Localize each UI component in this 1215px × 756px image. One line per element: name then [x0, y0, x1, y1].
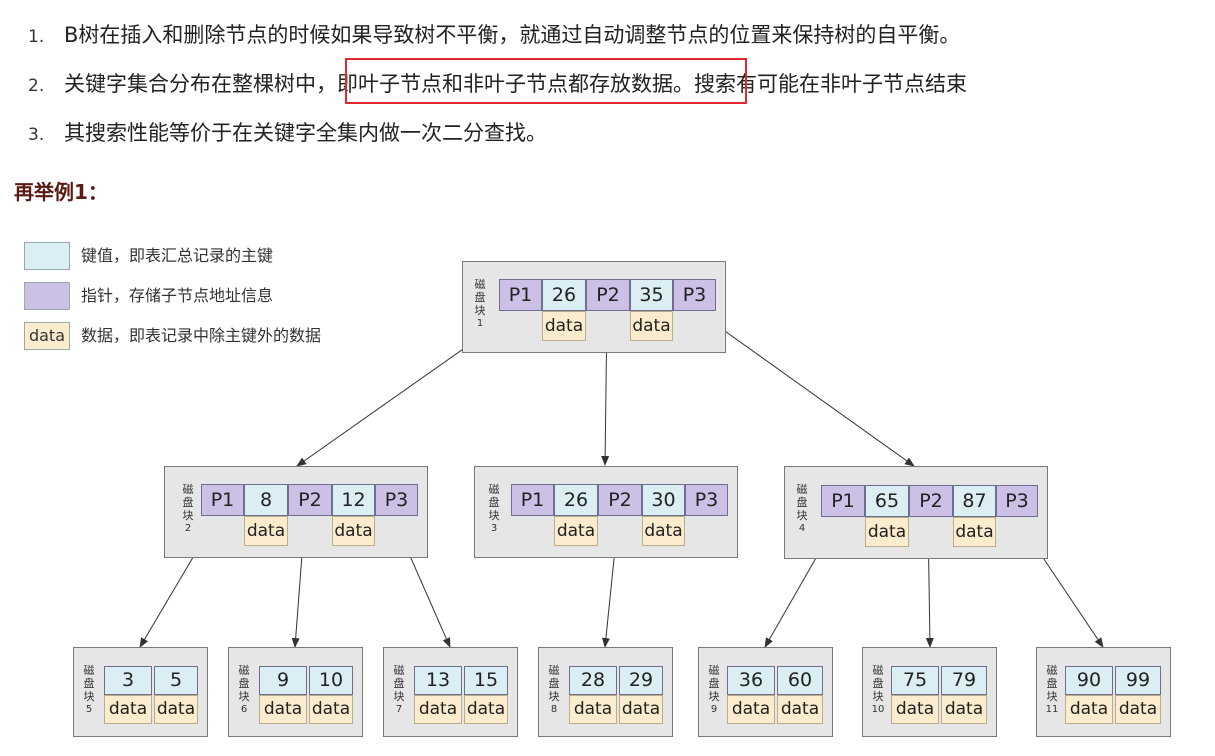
- key-cell: 87: [953, 485, 996, 517]
- data-cell: data: [1115, 695, 1161, 724]
- list-item-number: 3.: [28, 125, 45, 145]
- legend-text: 键值，即表汇总记录的主键: [81, 246, 274, 265]
- list-item: 2. 关键字集合分布在整棵树中，即叶子节点和非叶子节点都存放数据。搜索有可能在非叶…: [28, 66, 967, 102]
- pointer-cell: P3: [685, 484, 728, 516]
- key-cell: 60: [777, 666, 823, 695]
- key-cell: 5: [154, 666, 198, 695]
- data-cell: data: [941, 695, 987, 724]
- pointer-cell: P2: [288, 484, 332, 516]
- data-cell: data: [569, 695, 617, 724]
- data-cell: data: [104, 695, 152, 724]
- data-cell: data: [630, 311, 673, 341]
- data-cell: data: [642, 516, 685, 546]
- data-cell: data: [244, 516, 288, 546]
- pointer-cell: P1: [201, 484, 244, 516]
- key-cell: 30: [642, 484, 685, 516]
- list-item-text: 关键字集合分布在整棵树中，即叶子节点和非叶子节点都存放数据。搜索有可能在非叶子节…: [64, 72, 967, 96]
- key-cell: 8: [244, 484, 288, 516]
- data-cell: data: [154, 695, 198, 724]
- data-cell: data: [891, 695, 939, 724]
- key-cell: 79: [941, 666, 987, 695]
- legend-text: 数据，即表记录中除主键外的数据: [81, 326, 322, 345]
- highlight-box: [345, 58, 747, 104]
- data-cell: data: [542, 311, 586, 341]
- pointer-cell: P3: [673, 279, 716, 311]
- edge-root-p3: [693, 308, 915, 467]
- pointer-cell: P3: [375, 484, 418, 516]
- key-cell: 35: [630, 279, 673, 311]
- data-cell: data: [464, 695, 508, 724]
- key-cell: 99: [1115, 666, 1161, 695]
- key-cell: 15: [464, 666, 508, 695]
- legend-text: 指针，存储子节点地址信息: [81, 286, 274, 305]
- data-cell: data: [619, 695, 663, 724]
- key-cell: 90: [1065, 666, 1113, 695]
- data-cell: data: [259, 695, 307, 724]
- key-cell: 26: [542, 279, 586, 311]
- key-cell: 28: [569, 666, 617, 695]
- pointer-cell: P2: [598, 484, 642, 516]
- data-cell: data: [554, 516, 598, 546]
- data-cell: data: [953, 517, 996, 547]
- data-cell: data: [727, 695, 775, 724]
- section-heading: 再举例1：: [14, 180, 108, 204]
- data-cell: data: [309, 695, 353, 724]
- key-cell: 29: [619, 666, 663, 695]
- pointer-cell: P1: [511, 484, 554, 516]
- key-cell: 10: [309, 666, 353, 695]
- list-item: 1. B树在插入和删除节点的时候如果导致树不平衡，就通过自动调整节点的位置来保持树…: [28, 17, 960, 53]
- key-cell: 26: [554, 484, 598, 516]
- data-cell: data: [332, 516, 375, 546]
- data-cell: data: [865, 517, 909, 547]
- key-cell: 12: [332, 484, 375, 516]
- pointer-cell: P3: [996, 485, 1038, 517]
- pointer-swatch: [24, 282, 70, 310]
- data-cell: data: [777, 695, 823, 724]
- list-item: 3. 其搜索性能等价于在关键字全集内做一次二分查找。: [28, 115, 547, 151]
- key-cell: 65: [865, 485, 909, 517]
- pointer-cell: P2: [586, 279, 630, 311]
- data-cell: data: [1065, 695, 1113, 724]
- list-item-text: 其搜索性能等价于在关键字全集内做一次二分查找。: [64, 121, 547, 145]
- key-swatch: [24, 242, 70, 270]
- key-cell: 9: [259, 666, 307, 695]
- key-cell: 3: [104, 666, 152, 695]
- pointer-cell: P2: [909, 485, 953, 517]
- list-item-text: B树在插入和删除节点的时候如果导致树不平衡，就通过自动调整节点的位置来保持树的自…: [64, 23, 961, 47]
- data-cell: data: [414, 695, 462, 724]
- pointer-cell: P1: [821, 485, 865, 517]
- pointer-cell: P1: [499, 279, 542, 311]
- key-cell: 13: [414, 666, 462, 695]
- list-item-number: 2.: [28, 76, 45, 96]
- key-cell: 75: [891, 666, 939, 695]
- data-swatch: data: [24, 322, 70, 350]
- key-cell: 36: [727, 666, 775, 695]
- list-item-number: 1.: [28, 27, 45, 47]
